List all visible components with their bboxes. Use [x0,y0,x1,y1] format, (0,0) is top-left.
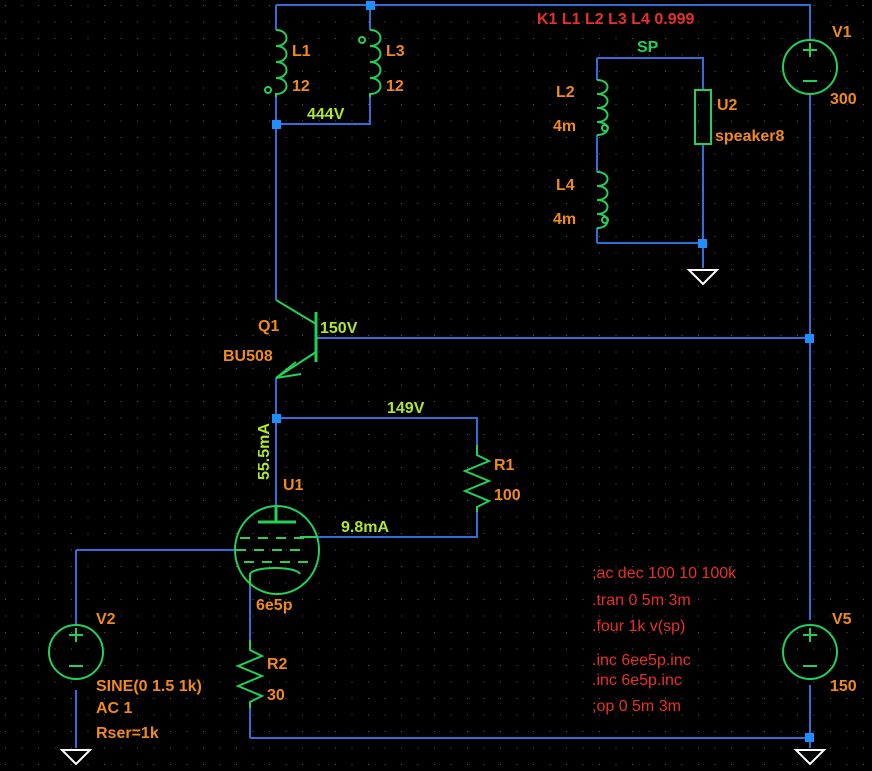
u1-value: 6e5p [256,597,293,614]
transistor-collector-lead [275,299,317,325]
junction-dot [805,334,814,343]
inductor-coil [275,29,288,97]
v1-value: 300 [830,91,857,108]
l1-name: L1 [292,43,311,60]
directive-line[interactable]: .four 1k v(sp) [592,618,685,635]
q1-value: BU508 [223,348,273,365]
l2-value: 4m [553,118,576,135]
v2-spec-line1: SINE(0 1.5 1k) [96,678,202,695]
resistor-r2[interactable] [235,640,265,708]
v2-spec-line2: AC 1 [96,700,133,717]
wire-r1-top[interactable] [276,417,478,445]
voltage-source-v2[interactable] [48,624,104,680]
inductor-coil [369,29,382,97]
source-circle [782,624,838,680]
plate-voltage-label: 444V [307,106,345,123]
cathode-voltage-label: 149V [387,400,425,417]
base-voltage-label: 150V [320,320,358,337]
l3-name: L3 [386,43,405,60]
voltage-source-v5[interactable] [782,624,838,680]
v5-name: V5 [832,611,852,628]
v2-spec-line3: Rser=1k [96,725,159,742]
polarity-dot [601,216,609,224]
source-plus [69,628,83,642]
q1-name: Q1 [258,318,279,335]
spice-directives: ;ac dec 100 10 100k .tran 0 5m 3m .four … [592,565,737,715]
r2-value: 30 [267,687,285,704]
grid-dots [5,5,864,765]
components [48,29,838,708]
directive-line[interactable]: ;op 0 5m 3m [592,698,681,715]
speaker-value: speaker8 [715,128,784,145]
source-plus [803,628,817,642]
grid-current-label: 9.8mA [341,519,389,536]
v1-name: V1 [832,24,852,41]
l4-name: L4 [556,177,575,194]
l3-value: 12 [386,78,404,95]
l4-value: 4m [553,211,576,228]
ground-symbol[interactable] [59,749,93,766]
directive-line[interactable]: .inc 6e5p.inc [592,672,682,689]
speaker-u2[interactable] [694,89,712,145]
junction-dot [272,120,281,129]
wire-r1-bottom[interactable] [318,512,478,538]
r1-name: R1 [494,457,515,474]
tube-cathode [249,567,301,585]
voltage-source-v1[interactable] [782,39,838,95]
wires [75,4,811,748]
polarity-dot [264,86,272,94]
polarity-dot [358,36,366,44]
v5-value: 150 [830,678,857,695]
v2-name: V2 [96,611,116,628]
ground-symbol[interactable] [793,749,827,766]
tube-u1[interactable] [234,505,320,595]
inductor-l1[interactable] [264,29,288,97]
l1-value: 12 [292,78,310,95]
directive-line[interactable]: ;ac dec 100 10 100k [592,565,737,582]
junction-dot [805,733,814,742]
junction-dot [698,239,707,248]
inductor-l4[interactable] [596,171,609,229]
resistor-r1[interactable] [462,445,492,512]
junction-dot [366,1,375,10]
l2-name: L2 [556,84,575,101]
transistor-emitter-arrow [275,361,302,379]
transistor-q1[interactable] [275,299,318,379]
junctions [272,1,814,742]
polarity-dot [601,124,609,132]
source-plus [803,43,817,57]
source-circle [782,39,838,95]
coupling-directive[interactable]: K1 L1 L2 L3 L4 0.999 [537,11,695,28]
inductor-l2[interactable] [596,79,609,136]
wire-top-rail[interactable] [276,4,811,40]
ground-symbol[interactable] [686,269,720,286]
speaker-net-label: SP [637,39,659,56]
wire-speaker-loop-top[interactable] [597,57,704,90]
directive-line[interactable]: .inc 6ee5p.inc [592,652,691,669]
tube-plate [258,505,296,524]
r2-name: R2 [267,656,288,673]
inductor-l3[interactable] [358,29,382,97]
wire-l3-bottom[interactable] [276,97,371,125]
emitter-current-label: 55.5mA [256,423,273,480]
directive-line[interactable]: .tran 0 5m 3m [592,592,691,609]
u1-name: U1 [283,477,304,494]
source-circle [48,624,104,680]
labels: K1 L1 L2 L3 L4 0.999 L1 12 L3 12 444V SP… [96,11,857,742]
grounds [59,269,827,766]
junction-dot [272,414,281,423]
speaker-name: U2 [717,97,738,114]
r1-value: 100 [494,487,521,504]
